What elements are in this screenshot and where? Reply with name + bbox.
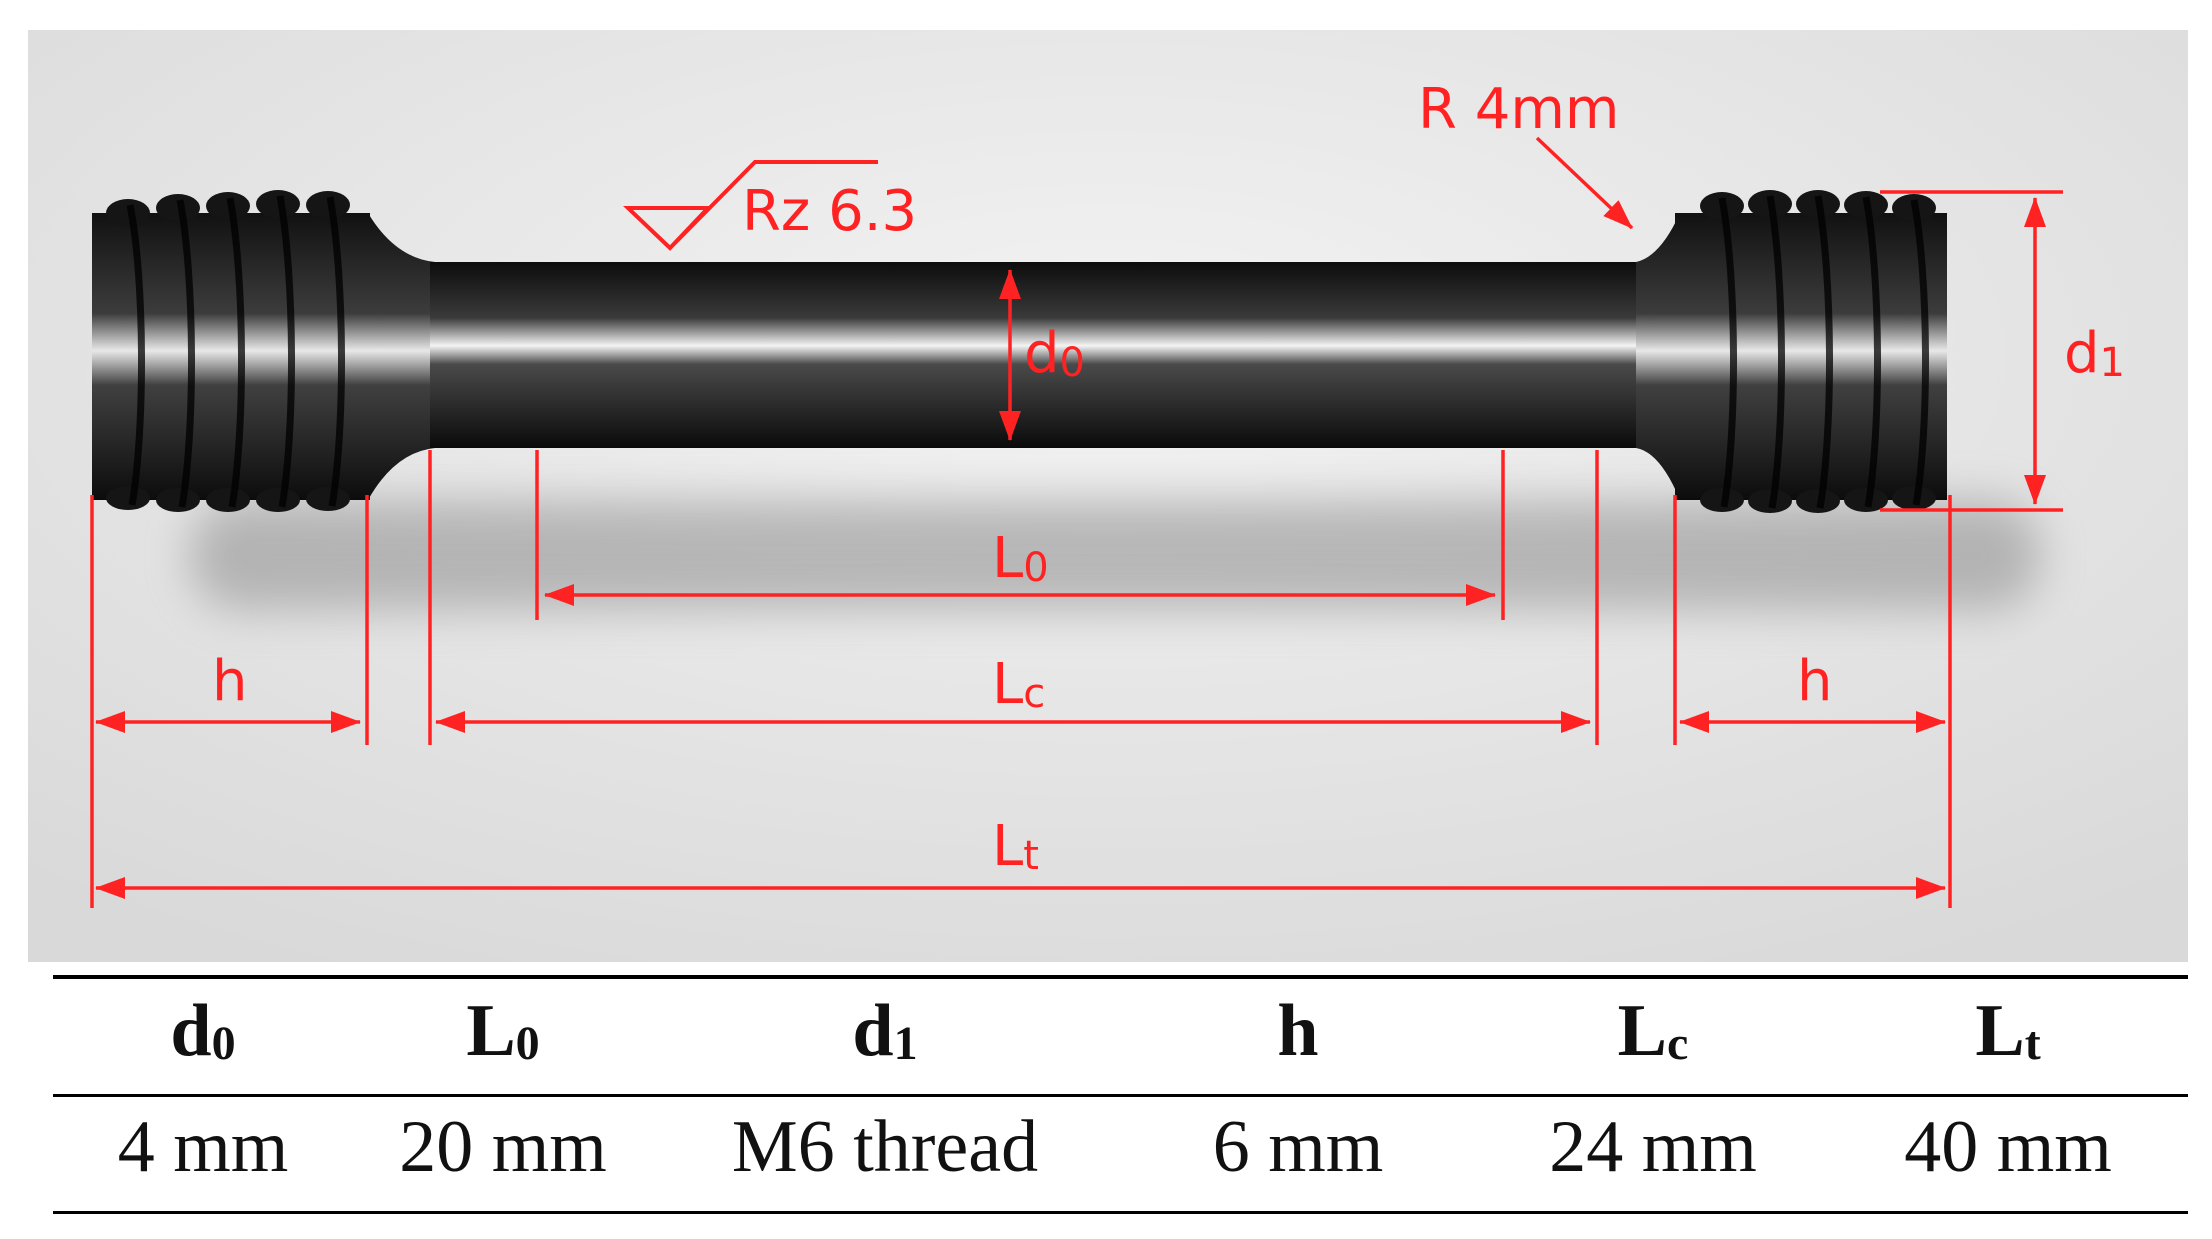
right-grip	[1675, 213, 1947, 500]
left-fillet	[368, 213, 435, 500]
header-lt: Lt	[1975, 990, 2041, 1072]
value-lc: 24 mm	[1549, 1106, 1757, 1188]
d1-label: d1	[2064, 321, 2125, 386]
table-top-rule	[53, 975, 2188, 979]
table-mid-rule	[53, 1094, 2188, 1097]
table-header-row: d0 L0 d1 h Lc Lt	[53, 979, 2188, 1072]
roughness-symbol	[623, 160, 878, 251]
dimension-lines	[90, 136, 2063, 908]
radius-leader	[1535, 136, 1634, 230]
right-fillet	[1636, 213, 1680, 500]
header-lc: Lc	[1617, 990, 1689, 1072]
specimen-dimensions-table: d0 L0 d1 h Lc Lt 4 mm 20 mm M6 thread 6 …	[53, 975, 2188, 1217]
table-bottom-rule	[53, 1211, 2188, 1214]
value-lt: 40 mm	[1904, 1106, 2112, 1188]
specimen-shadow	[190, 500, 2040, 610]
radius-label: R 4mm	[1418, 77, 1619, 142]
h-right-label: h	[1797, 649, 1833, 714]
header-d1: d1	[852, 990, 918, 1072]
header-d0: d0	[170, 990, 236, 1072]
value-l0: 20 mm	[399, 1106, 607, 1188]
value-d1: M6 thread	[731, 1106, 1039, 1188]
gauge-section	[430, 262, 1640, 448]
d0-label: d0	[1024, 321, 1085, 386]
roughness-label: Rz 6.3	[742, 179, 917, 244]
l0-label: L0	[992, 526, 1049, 591]
value-h: 6 mm	[1212, 1106, 1384, 1188]
dimension-labels: Rz 6.3 R 4mm d0 d1 L0 Lc Lt h h	[212, 77, 2125, 879]
table-value-row: 4 mm 20 mm M6 thread 6 mm 24 mm 40 mm	[53, 1097, 2188, 1207]
specimen	[92, 190, 1947, 513]
value-d0: 4 mm	[117, 1106, 289, 1188]
lc-label: Lc	[992, 652, 1045, 717]
h-left-label: h	[212, 649, 248, 714]
header-l0: L0	[466, 990, 540, 1072]
header-h: h	[1277, 990, 1319, 1072]
lt-label: Lt	[992, 814, 1039, 879]
